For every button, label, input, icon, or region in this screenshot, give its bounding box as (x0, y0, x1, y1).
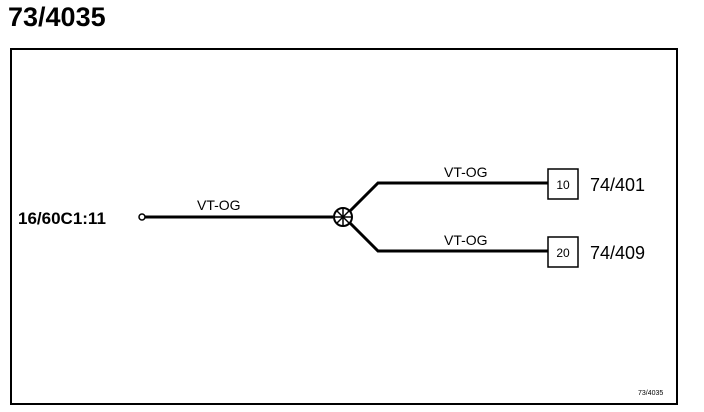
branch-top-wire-color-label: VT-OG (444, 164, 488, 180)
figure-reference: 73/4035 (638, 390, 663, 397)
destination-connector-label: 74/401 (590, 175, 645, 195)
branch-bottom-wire-color-label: VT-OG (444, 232, 488, 248)
destination-pin-number: 20 (556, 246, 570, 260)
destination-pin-box (547, 168, 579, 200)
branch-top-wire (348, 181, 548, 213)
source-terminal-icon (138, 213, 146, 221)
page-title: 73/4035 (8, 2, 106, 32)
destination-connector-label: 74/409 (590, 243, 645, 263)
destination-pin-number: 10 (556, 178, 570, 192)
destination-pin-box (547, 236, 579, 268)
diagram-frame (10, 48, 678, 405)
source-connector-label: 16/60C1:11 (18, 209, 106, 228)
trunk-wire-color-label: VT-OG (197, 197, 241, 213)
branch-bottom-wire (348, 221, 548, 253)
splice-node-icon (333, 207, 353, 227)
